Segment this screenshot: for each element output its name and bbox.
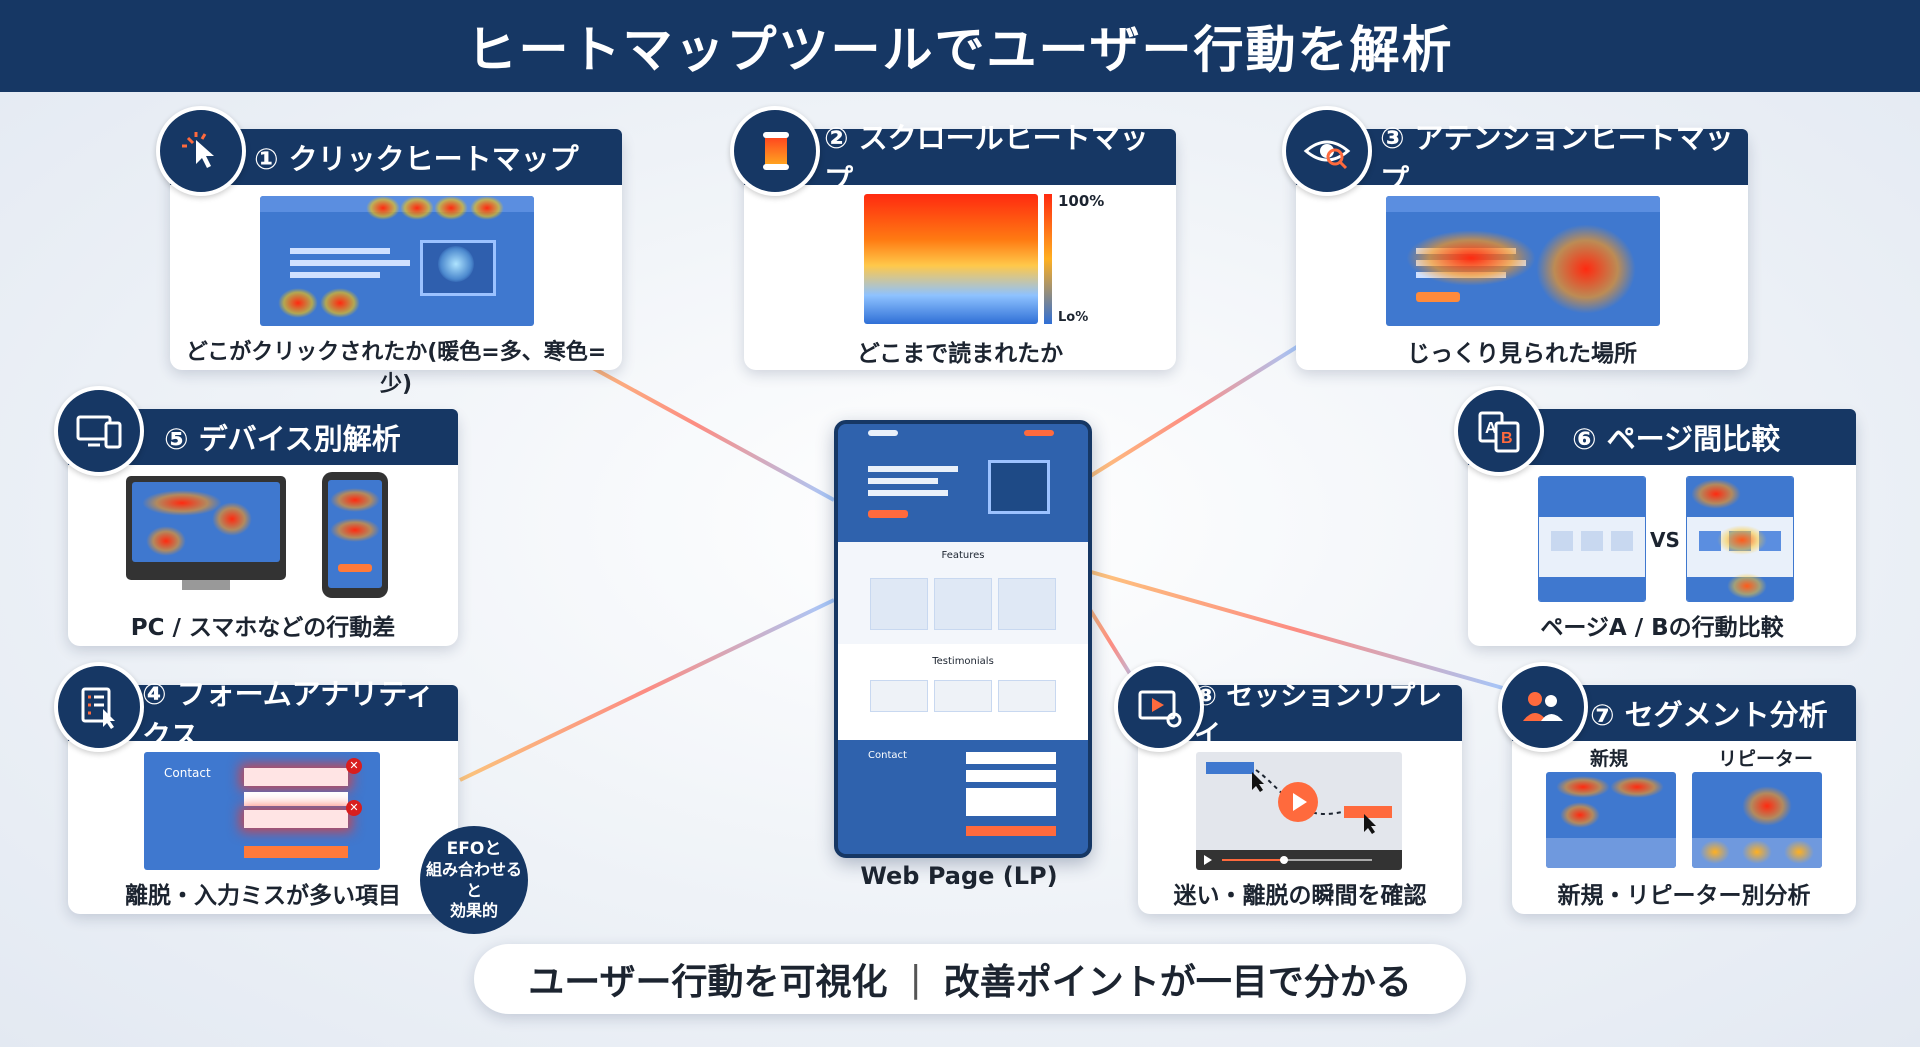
center-webpage-mockup: Features Testimonials Contact: [834, 420, 1092, 858]
pc-stand: [182, 580, 230, 590]
hero-section: [838, 424, 1088, 542]
scroll-gradient: [864, 194, 1038, 324]
card-scroll-header: ② スクロールヒートマップ: [744, 121, 1176, 197]
form-mock: Contact ✕ ✕: [144, 752, 380, 870]
card-session-title: ⑧ セッションリプレイ: [1194, 681, 1443, 751]
card-compare-caption: ページA / Bの行動比較: [1540, 615, 1784, 641]
card-form-caption: 離脱・入力ミスが多い項目: [125, 883, 401, 909]
play-button-icon[interactable]: [1278, 782, 1318, 822]
video-controls[interactable]: [1196, 850, 1402, 870]
summary-separator: |: [909, 958, 922, 1000]
eye-icon: [1282, 106, 1372, 196]
card-scroll-caption: どこまで読まれたか: [856, 341, 1064, 367]
line-form: [459, 598, 835, 782]
card-form-title: ④ フォームアナリティクス: [142, 677, 435, 753]
error-icon: ✕: [346, 758, 362, 774]
card-click-title: ① クリックヒートマップ: [254, 142, 579, 176]
efo-line3: 効果的: [449, 901, 498, 921]
line-click: [559, 348, 835, 502]
center-webpage-label: Web Page (LP): [860, 862, 1058, 890]
segment-repeat-label: リピーター: [1718, 748, 1814, 770]
page-b-mock: [1686, 476, 1794, 602]
scroll-scale-low: Lo%: [1058, 310, 1089, 325]
form-contact-label: Contact: [164, 766, 211, 780]
card-device-caption: PC / スマホなどの行動差: [130, 615, 396, 641]
card-attention-caption: じっくり見られた場所: [1407, 341, 1637, 367]
line-segment: [1083, 568, 1511, 692]
users-icon: [1498, 662, 1588, 752]
card-session-caption: 迷い・離脱の瞬間を確認: [1173, 883, 1427, 909]
summary-banner: ユーザー行動を可視化 | 改善ポイントが一目で分かる: [474, 944, 1466, 1014]
features-heading: Features: [941, 550, 985, 561]
card-attention-heatmap: ③ アテンションヒートマップ じっくり見られた場所: [1282, 106, 1748, 370]
card-compare-title: ⑥ ページ間比較: [1572, 422, 1781, 456]
segment-new-label: 新規: [1590, 748, 1629, 770]
efo-line2: 組み合わせると: [425, 859, 522, 900]
card-click-header: ① クリックヒートマップ: [170, 129, 622, 185]
card-scroll-title: ② スクロールヒートマップ: [824, 121, 1149, 197]
card-click-heatmap: ① クリックヒートマップ どこがクリックされたか(暖色=多、寒色=少): [156, 106, 622, 397]
form-icon: [54, 662, 144, 752]
title-bar: ヒートマップツールでユーザー行動を解析: [0, 0, 1920, 92]
pc-mockup: [126, 476, 286, 580]
svg-text:A: A: [1485, 420, 1497, 437]
card-scroll-heatmap: ② スクロールヒートマップ 100% Lo% どこまで読まれたか: [730, 106, 1176, 370]
segment-repeat-mock: [1692, 772, 1822, 868]
replay-icon: [1114, 662, 1204, 752]
summary-left: ユーザー行動を可視化: [528, 962, 888, 1003]
card-segment-caption: 新規・リピーター別分析: [1557, 883, 1811, 909]
contact-heading: Contact: [868, 750, 907, 761]
compare-vs: VS: [1650, 528, 1680, 552]
smartphone-mockup: [322, 472, 388, 598]
segment-new-mock: [1546, 772, 1676, 868]
card-device-analysis: ⑤ デバイス別解析 PC / スマホなどの行動差: [54, 386, 458, 646]
svg-text:B: B: [1501, 430, 1513, 447]
page-title: ヒートマップツールでユーザー行動を解析: [466, 21, 1454, 79]
efo-line1: EFOと: [446, 838, 502, 859]
testimonials-heading: Testimonials: [932, 656, 994, 667]
card-session-replay: ⑧ セッションリプレイ 迷い・離脱の瞬間を確認: [1114, 662, 1462, 914]
devices-icon: [54, 386, 144, 476]
card-segment-analysis: ⑦ セグメント分析 新規 リピーター 新規・リピーター別分析: [1498, 662, 1856, 914]
session-replay-mock: [1196, 752, 1402, 870]
scroll-scale-high: 100%: [1058, 192, 1105, 210]
card-attention-title: ③ アテンションヒートマップ: [1380, 121, 1734, 197]
page-a-mock: [1538, 476, 1646, 602]
card-device-title: ⑤ デバイス別解析: [164, 422, 401, 456]
cursor-click-icon: [156, 106, 246, 196]
efo-bubble: EFOと 組み合わせると 効果的: [420, 826, 528, 934]
card-form-analytics: ④ フォームアナリティクス Contact ✕ ✕ 離脱・入力ミスが多い項目: [54, 662, 458, 914]
summary-right: 改善ポイントが一目で分かる: [943, 962, 1412, 1003]
line-attention: [1082, 343, 1302, 482]
contact-section: Contact: [838, 740, 1088, 854]
click-heatmap-mock: [260, 196, 534, 326]
card-segment-title: ⑦ セグメント分析: [1590, 698, 1828, 732]
card-click-caption: どこがクリックされたか(暖色=多、寒色=少): [185, 340, 607, 397]
testimonials-section: Testimonials: [838, 644, 1088, 740]
scroll-icon: [730, 106, 820, 196]
attention-heatmap-mock: [1386, 196, 1660, 326]
scroll-scale-bar: [1044, 194, 1052, 324]
error-icon: ✕: [346, 800, 362, 816]
features-section: Features: [838, 542, 1088, 644]
